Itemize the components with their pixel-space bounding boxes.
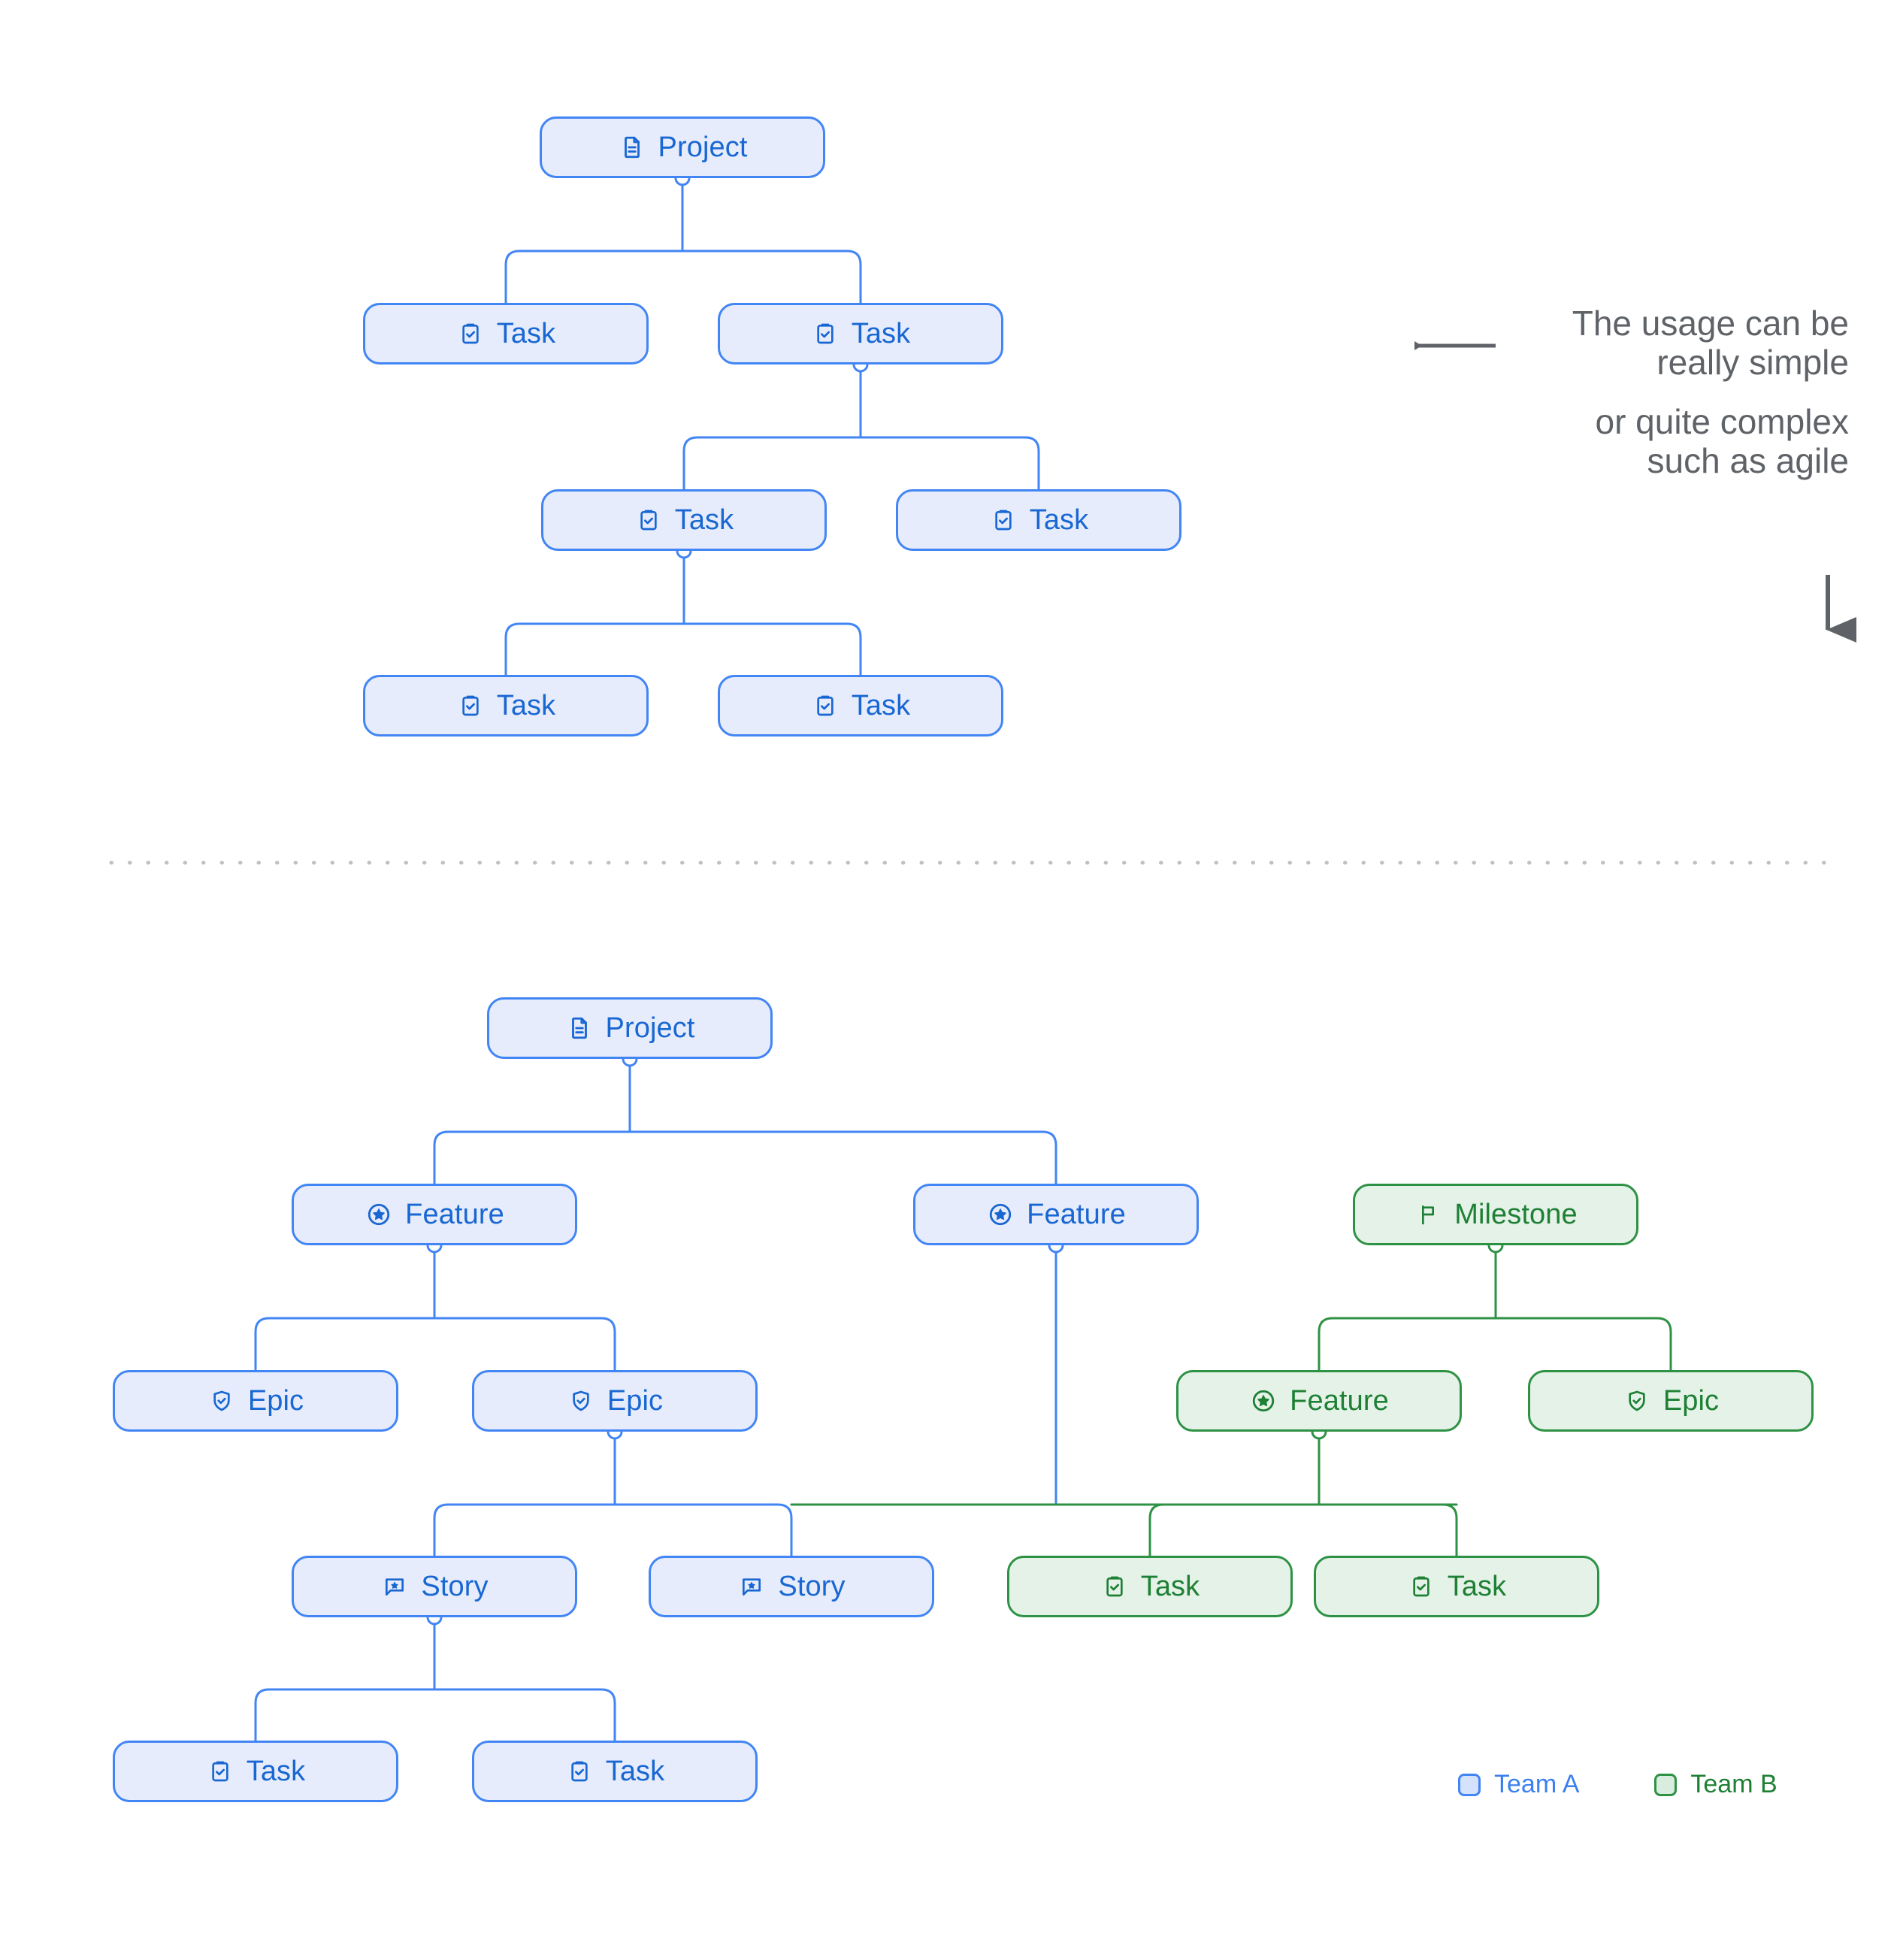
node-label: Epic <box>247 1385 304 1417</box>
node-label: Task <box>1447 1571 1507 1602</box>
bottom-tree-blue-ports <box>426 1051 1064 1626</box>
annotation-line-2: really simple <box>1656 342 1849 382</box>
clipboard-check-icon <box>634 506 663 534</box>
annotation-line-1: The usage can be <box>1572 304 1849 343</box>
node-task[interactable]: Task <box>896 489 1181 551</box>
legend-swatch-icon <box>1458 1773 1481 1796</box>
annotation-text: The usage can be really simple or quite … <box>1398 304 1849 480</box>
node-label: Task <box>1140 1571 1200 1602</box>
clipboard-check-icon <box>456 319 485 348</box>
node-task[interactable]: Task <box>363 303 649 364</box>
top-tree-connectors <box>504 177 1040 676</box>
node-label: Task <box>851 318 911 349</box>
clipboard-check-icon <box>456 691 485 720</box>
node-task[interactable]: Task <box>1314 1556 1599 1617</box>
annotation-line-3: or quite complex <box>1595 402 1850 442</box>
node-feature[interactable]: Feature <box>292 1184 577 1245</box>
node-task[interactable]: Task <box>472 1741 758 1802</box>
node-task[interactable]: Task <box>541 489 827 551</box>
node-label: Task <box>605 1756 665 1787</box>
node-label: Task <box>246 1756 306 1787</box>
node-epic[interactable]: Epic <box>1528 1370 1814 1432</box>
node-label: Task <box>496 690 556 721</box>
speech-star-icon <box>380 1572 409 1601</box>
clipboard-check-icon <box>1407 1572 1436 1601</box>
node-label: Project <box>658 132 748 163</box>
speech-star-icon <box>737 1572 766 1601</box>
node-task[interactable]: Task <box>1007 1556 1293 1617</box>
node-label: Task <box>674 504 734 536</box>
clipboard-check-icon <box>565 1757 594 1786</box>
clipboard-check-icon <box>811 691 840 720</box>
node-label: Epic <box>607 1385 664 1417</box>
node-feature[interactable]: Feature <box>1176 1370 1462 1432</box>
node-label: Feature <box>405 1199 504 1230</box>
node-label: Milestone <box>1454 1199 1578 1230</box>
document-icon <box>565 1014 594 1042</box>
node-label: Task <box>851 690 911 721</box>
node-label: Feature <box>1290 1385 1389 1417</box>
node-story[interactable]: Story <box>292 1556 577 1617</box>
node-label: Epic <box>1662 1385 1720 1417</box>
clipboard-check-icon <box>206 1757 234 1786</box>
node-label: Task <box>496 318 556 349</box>
legend-swatch-icon <box>1654 1773 1678 1796</box>
node-task[interactable]: Task <box>363 675 649 737</box>
shield-check-icon <box>207 1387 236 1415</box>
legend-item-team-a[interactable]: Team A <box>1458 1770 1579 1799</box>
node-feature[interactable]: Feature <box>913 1184 1199 1245</box>
shield-check-icon <box>1623 1387 1651 1415</box>
annotation-line-4: such as agile <box>1647 440 1850 480</box>
node-epic[interactable]: Epic <box>113 1370 398 1432</box>
shield-check-icon <box>567 1387 595 1415</box>
node-label: Task <box>1029 504 1089 536</box>
legend: Team A Team B <box>1458 1770 1819 1799</box>
legend-label: Team A <box>1494 1770 1580 1798</box>
node-task[interactable]: Task <box>113 1741 398 1802</box>
clipboard-check-icon <box>811 319 840 348</box>
clipboard-check-icon <box>989 506 1018 534</box>
node-project[interactable]: Project <box>487 997 773 1059</box>
document-icon <box>618 133 646 162</box>
star-circle-icon <box>1249 1387 1278 1415</box>
star-circle-icon <box>365 1200 393 1229</box>
node-story[interactable]: Story <box>649 1556 934 1617</box>
node-milestone[interactable]: Milestone <box>1353 1184 1638 1245</box>
legend-label: Team B <box>1690 1770 1777 1798</box>
node-label: Project <box>605 1012 695 1044</box>
node-label: Feature <box>1027 1199 1126 1230</box>
node-task[interactable]: Task <box>718 675 1003 737</box>
node-task[interactable]: Task <box>718 303 1003 364</box>
node-epic[interactable]: Epic <box>472 1370 758 1432</box>
node-label: Story <box>421 1571 489 1602</box>
legend-item-team-b[interactable]: Team B <box>1654 1770 1777 1799</box>
flag-icon <box>1414 1200 1442 1229</box>
node-project[interactable]: Project <box>540 116 825 178</box>
node-label: Story <box>778 1571 846 1602</box>
star-circle-icon <box>986 1200 1015 1229</box>
clipboard-check-icon <box>1100 1572 1129 1601</box>
